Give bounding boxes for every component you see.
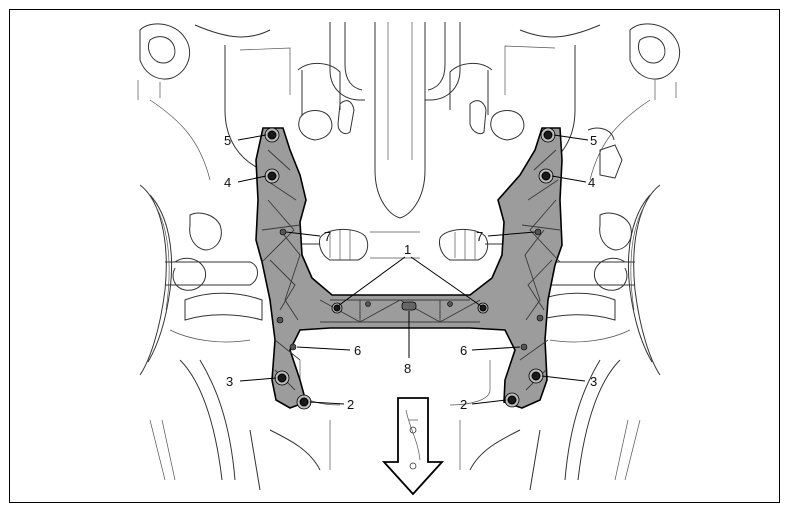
callout-7-right: 7 (476, 229, 483, 244)
center-mount-slot (401, 301, 417, 311)
callout-6-left: 6 (354, 343, 361, 358)
callout-1: 1 (404, 242, 411, 257)
leader-lines (237, 134, 589, 405)
callout-7-left: 7 (324, 229, 331, 244)
diagram-frame (9, 9, 780, 503)
callout-5-right: 5 (590, 133, 597, 148)
callout-3-right: 3 (590, 374, 597, 389)
callout-4-right: 4 (588, 175, 595, 190)
mounting-bolts (264, 127, 556, 410)
underbody-background-sketch (137, 22, 680, 491)
callout-2-right: 2 (460, 397, 467, 412)
callout-3-left: 3 (226, 374, 233, 389)
callout-2-left: 2 (347, 397, 354, 412)
callout-6-right: 6 (460, 343, 467, 358)
callout-8: 8 (404, 361, 411, 376)
removal-direction-arrow (381, 397, 445, 496)
callout-5-left: 5 (224, 133, 231, 148)
callout-labels: 5 5 4 4 7 7 1 8 6 6 3 3 2 2 (224, 133, 597, 412)
callout-4-left: 4 (224, 175, 231, 190)
